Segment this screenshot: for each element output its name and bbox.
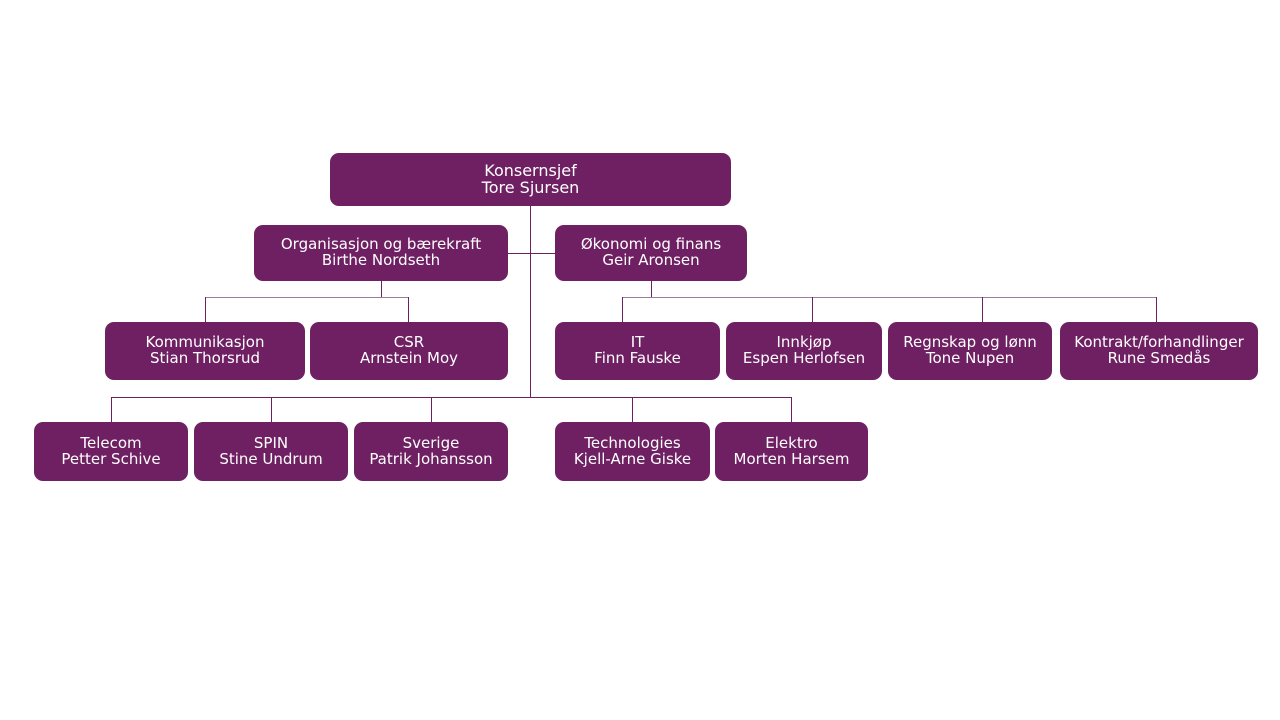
node-unit-label: CSR [393, 333, 425, 352]
node-it[interactable]: IT Finn Fauske [555, 322, 720, 380]
connector-org-children-bar [205, 297, 409, 298]
node-innkjop[interactable]: Innkjøp Espen Herlofsen [726, 322, 882, 380]
node-unit-label: Organisasjon og bærekraft [280, 235, 482, 254]
node-person-label: Petter Schive [61, 449, 161, 468]
node-person-label: Stian Thorsrud [149, 349, 261, 367]
node-person-label: Rune Smedås [1107, 349, 1211, 367]
node-technologies[interactable]: Technologies Kjell-Arne Giske [555, 422, 710, 481]
connector-ceo-trunk [530, 206, 531, 397]
node-regnskap-og-lonn[interactable]: Regnskap og lønn Tone Nupen [888, 322, 1052, 380]
node-unit-label: Sverige [402, 433, 460, 452]
node-person-label: Finn Fauske [594, 349, 681, 367]
connector-regnskap-riser [982, 297, 983, 322]
node-person-label: Kjell-Arne Giske [573, 449, 692, 468]
node-konsernsjef[interactable]: Konsernsjef Tore Sjursen [330, 153, 731, 206]
node-unit-label: Innkjøp [776, 333, 832, 352]
node-person-label: Tone Nupen [925, 349, 1015, 367]
node-unit-label: IT [630, 333, 645, 352]
connector-kommunikasjon-riser [205, 297, 206, 322]
connector-technologies-riser [632, 397, 633, 422]
node-unit-label: Konsernsjef [484, 160, 577, 180]
connector-kontrakt-riser [1156, 297, 1157, 322]
node-person-label: Birthe Nordseth [321, 251, 441, 269]
connector-org-drop [381, 281, 382, 298]
node-unit-label: Kommunikasjon [145, 333, 265, 352]
node-person-label: Patrik Johansson [369, 449, 493, 468]
node-unit-label: Kontrakt/forhandlinger [1074, 333, 1244, 352]
connector-okonomi-children-bar [622, 297, 1157, 298]
node-person-label: Espen Herlofsen [742, 349, 866, 367]
node-sverige[interactable]: Sverige Patrik Johansson [354, 422, 508, 481]
connector-business-units-bar [111, 397, 792, 398]
node-person-label: Morten Harsem [733, 449, 850, 468]
node-elektro[interactable]: Elektro Morten Harsem [715, 422, 868, 481]
node-unit-label: Økonomi og finans [580, 235, 722, 254]
connector-sverige-riser [431, 397, 432, 422]
node-organisasjon-og-baerekraft[interactable]: Organisasjon og bærekraft Birthe Nordset… [254, 225, 508, 281]
node-kommunikasjon[interactable]: Kommunikasjon Stian Thorsrud [105, 322, 305, 380]
node-okonomi-og-finans[interactable]: Økonomi og finans Geir Aronsen [555, 225, 747, 281]
node-unit-label: Telecom [80, 433, 142, 452]
node-csr[interactable]: CSR Arnstein Moy [310, 322, 508, 380]
node-person-label: Tore Sjursen [481, 177, 580, 197]
connector-okonomi-drop [651, 281, 652, 298]
node-unit-label: SPIN [253, 433, 289, 452]
connector-innkjop-riser [812, 297, 813, 322]
node-unit-label: Elektro [765, 433, 818, 452]
node-person-label: Arnstein Moy [359, 349, 459, 367]
node-person-label: Stine Undrum [219, 449, 323, 468]
node-kontrakt-forhandlinger[interactable]: Kontrakt/forhandlinger Rune Smedås [1060, 322, 1258, 380]
node-unit-label: Regnskap og lønn [903, 333, 1037, 352]
connector-elektro-riser [791, 397, 792, 422]
node-telecom[interactable]: Telecom Petter Schive [34, 422, 188, 481]
connector-spin-riser [271, 397, 272, 422]
node-person-label: Geir Aronsen [602, 251, 700, 269]
node-unit-label: Technologies [584, 433, 681, 452]
connector-telecom-riser [111, 397, 112, 422]
connector-it-riser [622, 297, 623, 322]
node-spin[interactable]: SPIN Stine Undrum [194, 422, 348, 481]
connector-level2-crossbar [508, 253, 555, 254]
connector-csr-riser [408, 297, 409, 322]
